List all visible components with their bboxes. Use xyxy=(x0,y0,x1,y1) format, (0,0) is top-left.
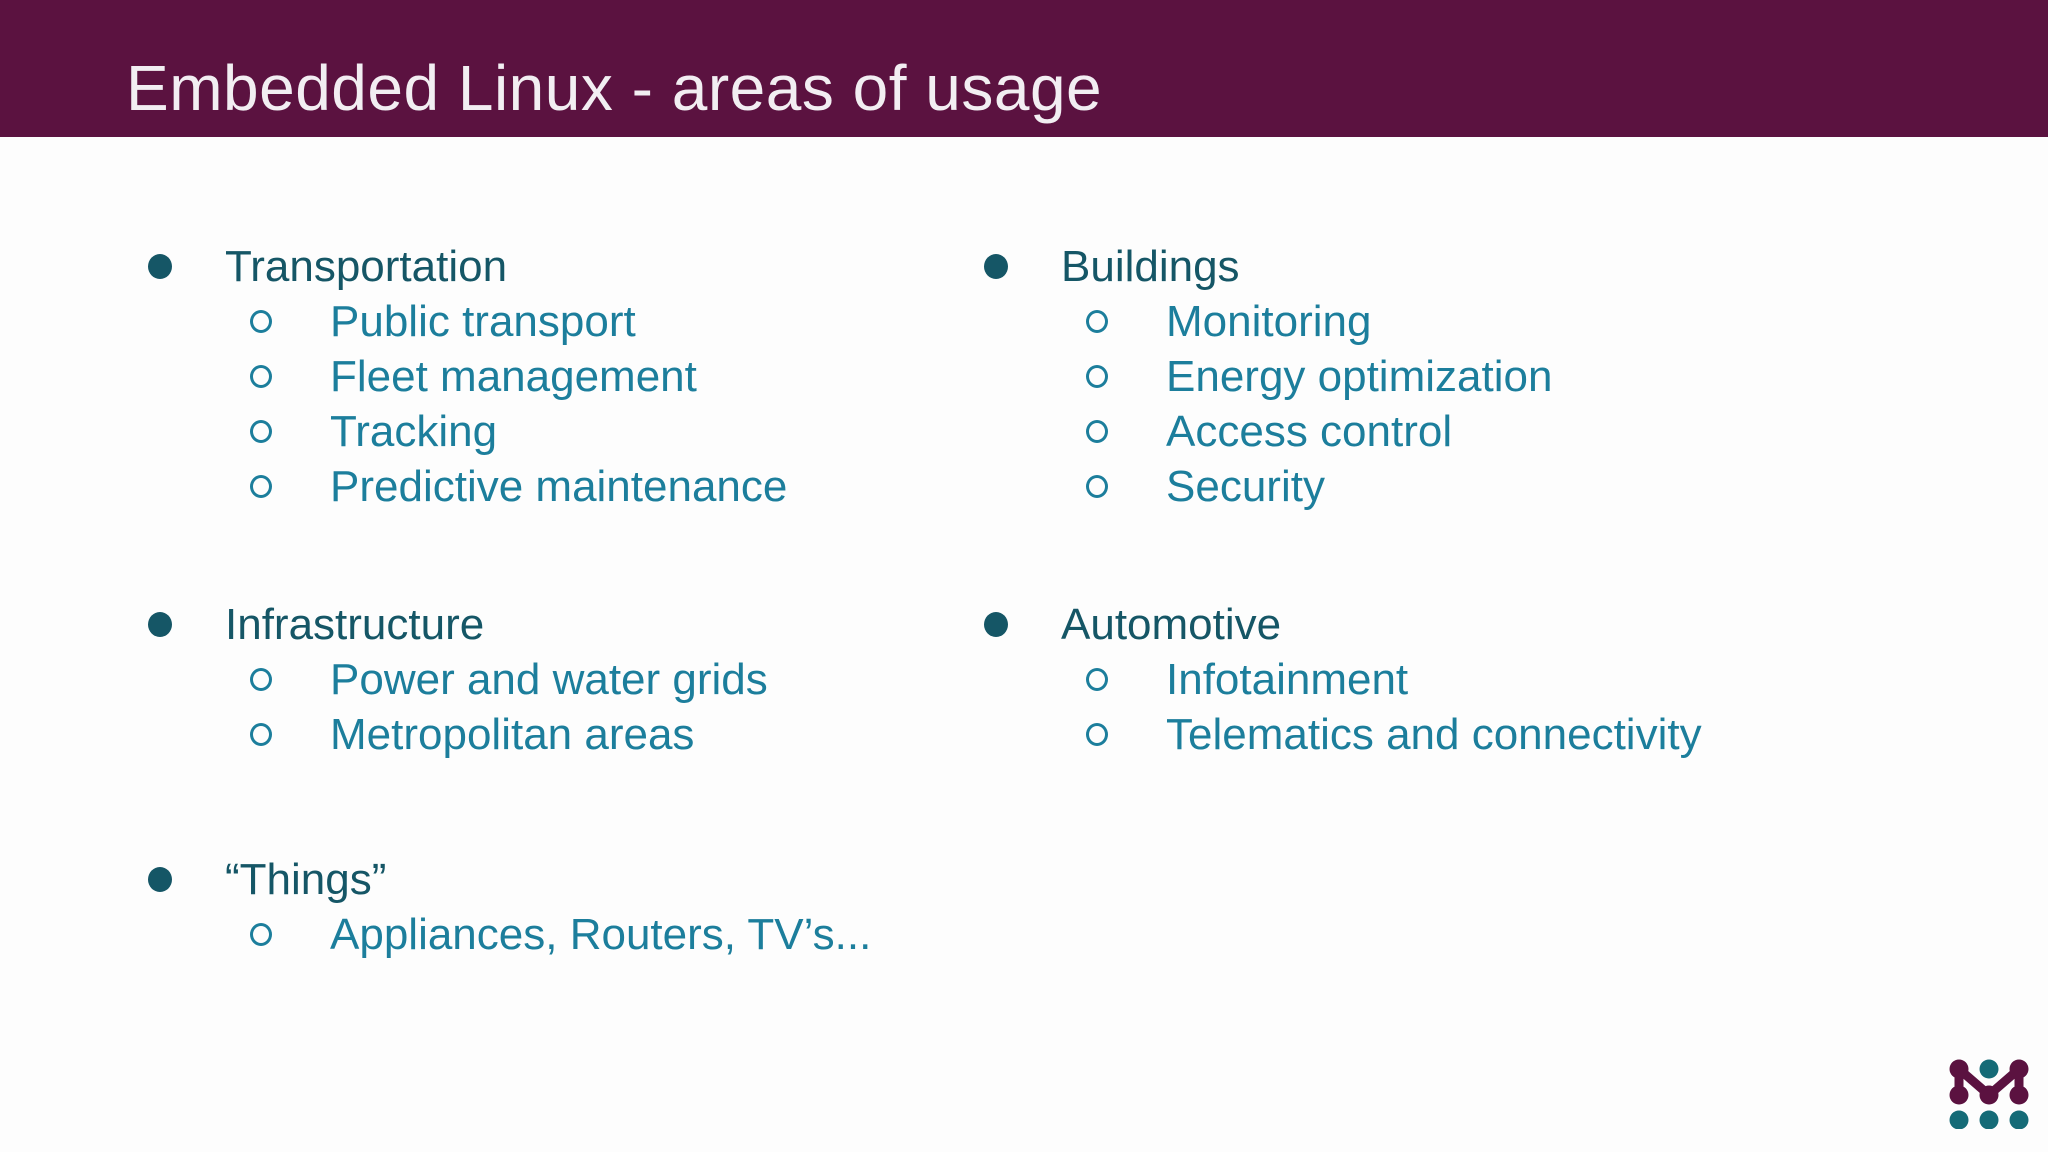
list-item-level2: Appliances, Routers, TV’s... xyxy=(148,907,871,962)
bullet-group-things: “Things” Appliances, Routers, TV’s... xyxy=(148,852,871,962)
list-item-label: “Things” xyxy=(225,854,387,904)
mender-dots-logo-icon xyxy=(1949,1059,2029,1129)
hollow-bullet-icon xyxy=(250,668,272,691)
list-item-level2: Monitoring xyxy=(984,294,1552,349)
list-item-label: Fleet management xyxy=(330,351,697,401)
list-item-label: Predictive maintenance xyxy=(330,461,788,511)
hollow-bullet-icon xyxy=(1086,723,1108,746)
bullet-group-buildings: Buildings Monitoring Energy optimization… xyxy=(984,239,1552,514)
list-item-level2: Predictive maintenance xyxy=(148,459,787,514)
hollow-bullet-icon xyxy=(1086,420,1108,443)
list-item-level1: “Things” xyxy=(148,852,871,907)
list-item-level2: Fleet management xyxy=(148,349,787,404)
filled-bullet-icon xyxy=(148,254,172,279)
hollow-bullet-icon xyxy=(250,923,272,946)
list-item-label: Monitoring xyxy=(1166,296,1372,346)
bullet-group-transportation: Transportation Public transport Fleet ma… xyxy=(148,239,787,514)
filled-bullet-icon xyxy=(984,612,1008,637)
hollow-bullet-icon xyxy=(1086,310,1108,333)
list-item-level2: Telematics and connectivity xyxy=(984,707,1702,762)
list-item-label: Metropolitan areas xyxy=(330,709,695,759)
slide-header-bar: Embedded Linux - areas of usage xyxy=(0,0,2048,137)
list-item-label: Infrastructure xyxy=(225,599,485,649)
filled-bullet-icon xyxy=(148,612,172,637)
list-item-label: Telematics and connectivity xyxy=(1166,709,1702,759)
hollow-bullet-icon xyxy=(250,420,272,443)
list-item-label: Transportation xyxy=(225,241,508,291)
list-item-label: Energy optimization xyxy=(1166,351,1553,401)
hollow-bullet-icon xyxy=(250,310,272,333)
list-item-level2: Energy optimization xyxy=(984,349,1552,404)
list-item-label: Automotive xyxy=(1061,599,1282,649)
slide-title: Embedded Linux - areas of usage xyxy=(126,52,1103,124)
hollow-bullet-icon xyxy=(250,365,272,388)
bullet-group-infrastructure: Infrastructure Power and water grids Met… xyxy=(148,597,768,762)
list-item-level2: Infotainment xyxy=(984,652,1702,707)
list-item-level1: Automotive xyxy=(984,597,1702,652)
list-item-label: Infotainment xyxy=(1166,654,1409,704)
hollow-bullet-icon xyxy=(1086,365,1108,388)
list-item-level2: Access control xyxy=(984,404,1552,459)
list-item-level1: Buildings xyxy=(984,239,1552,294)
hollow-bullet-icon xyxy=(250,475,272,498)
list-item-label: Public transport xyxy=(330,296,636,346)
list-item-label: Power and water grids xyxy=(330,654,768,704)
list-item-level1: Transportation xyxy=(148,239,787,294)
filled-bullet-icon xyxy=(984,254,1008,279)
list-item-label: Security xyxy=(1166,461,1325,511)
hollow-bullet-icon xyxy=(1086,668,1108,691)
list-item-label: Access control xyxy=(1166,406,1453,456)
list-item-level2: Tracking xyxy=(148,404,787,459)
list-item-level2: Power and water grids xyxy=(148,652,768,707)
list-item-label: Appliances, Routers, TV’s... xyxy=(330,909,872,959)
list-item-level2: Security xyxy=(984,459,1552,514)
list-item-label: Tracking xyxy=(330,406,498,456)
list-item-level1: Infrastructure xyxy=(148,597,768,652)
list-item-level2: Public transport xyxy=(148,294,787,349)
list-item-level2: Metropolitan areas xyxy=(148,707,768,762)
hollow-bullet-icon xyxy=(1086,475,1108,498)
hollow-bullet-icon xyxy=(250,723,272,746)
bullet-group-automotive: Automotive Infotainment Telematics and c… xyxy=(984,597,1702,762)
list-item-label: Buildings xyxy=(1061,241,1240,291)
filled-bullet-icon xyxy=(148,867,172,892)
